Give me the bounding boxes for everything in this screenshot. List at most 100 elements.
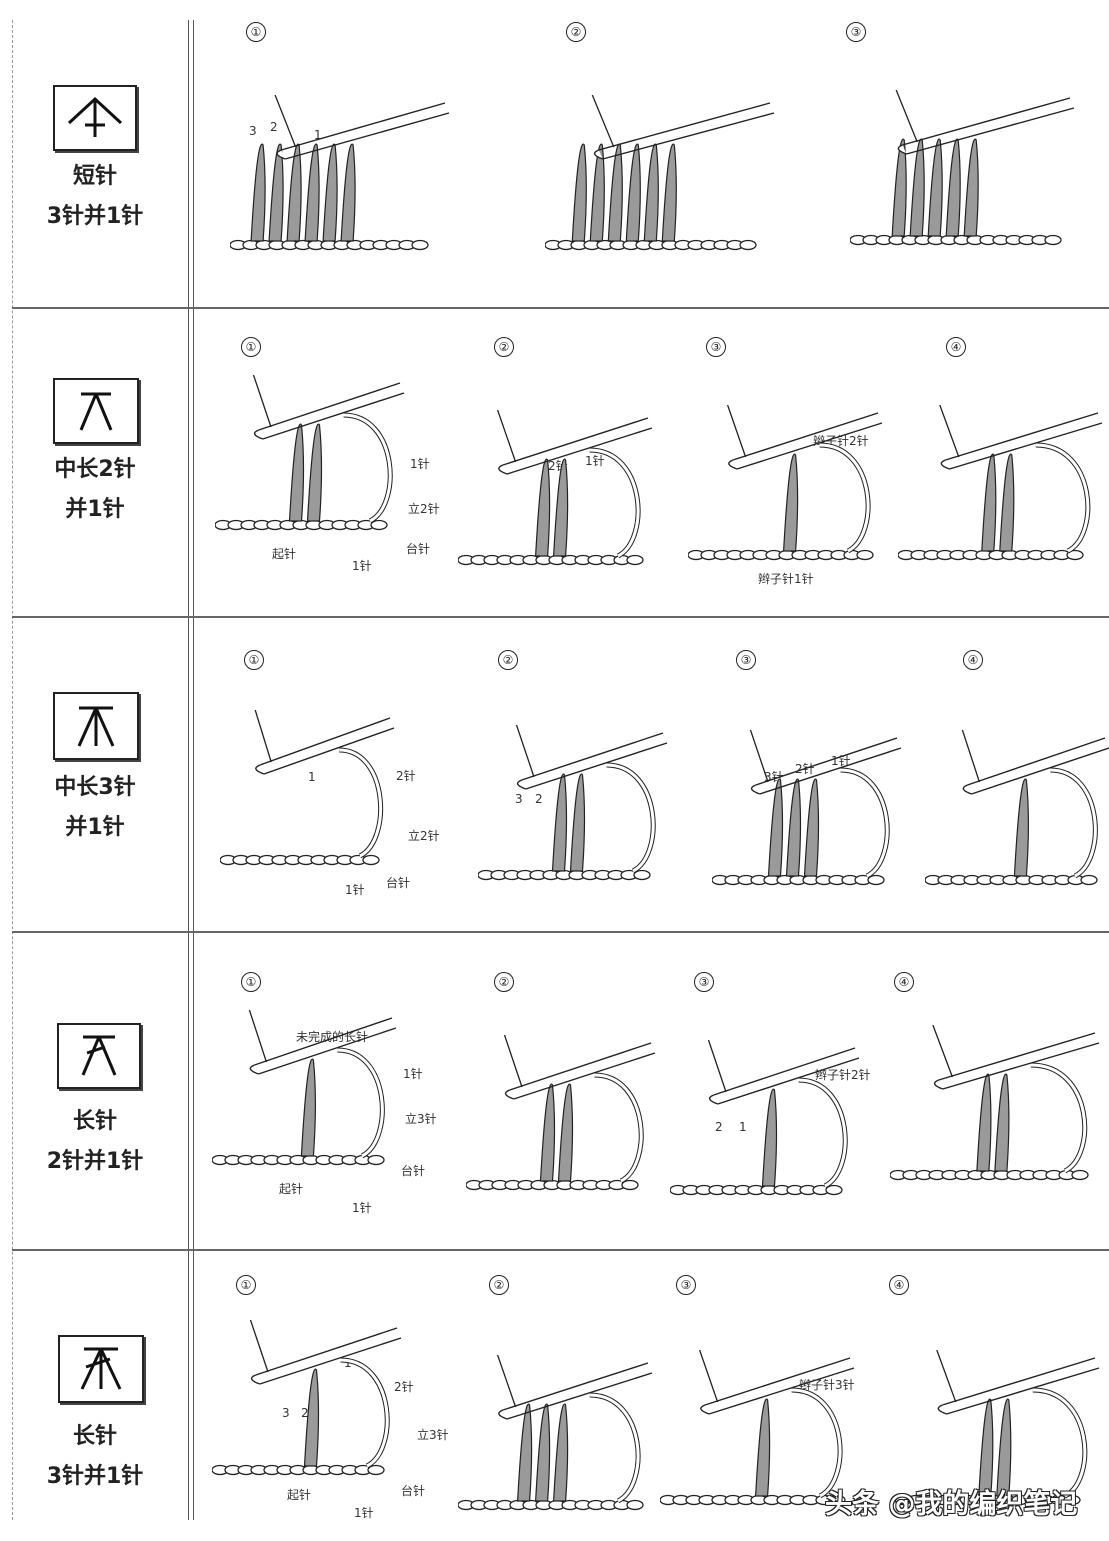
yarn-stitch [994, 1073, 1010, 1172]
step-number: ② [498, 650, 518, 670]
step-label: 立2针 [408, 502, 440, 516]
column-divider [193, 20, 194, 1520]
step-illustration [925, 730, 1109, 886]
yarn-stitch [909, 138, 925, 237]
step-number: ④ [963, 650, 983, 670]
step-label: 台针 [401, 1484, 426, 1498]
step-label: 3 [249, 124, 257, 138]
step-label: 起针 [272, 547, 297, 561]
yarn-stitch [288, 423, 305, 522]
yarn-stitch [754, 1398, 771, 1497]
step-illustration [850, 90, 1075, 246]
step-illustration [660, 1350, 855, 1506]
step-label: 未完成的长针 [296, 1030, 369, 1044]
stitch-name: 短针 [72, 164, 117, 189]
symbol-sc3tog [53, 85, 137, 151]
step-illustration [890, 1025, 1100, 1181]
step-label: 起针 [279, 1182, 304, 1196]
yarn-stitch [552, 458, 569, 557]
chain-stitch [367, 1464, 385, 1476]
step-label: 1 [739, 1120, 747, 1134]
yarn-strand [932, 1025, 954, 1078]
yarn-strand [249, 1320, 269, 1373]
turning-chain [1030, 1062, 1088, 1174]
yarn-stitch [996, 1398, 1012, 1497]
step-illustration [220, 710, 395, 866]
yarn-stitch [803, 778, 820, 877]
step-label: 2 [535, 792, 543, 806]
hook-icon [902, 97, 1075, 155]
yarn-strand [936, 1350, 957, 1403]
turning-chain [1032, 1387, 1088, 1499]
step-illustration [688, 405, 883, 561]
step-label: 立3针 [405, 1112, 437, 1126]
hook-icon [967, 737, 1109, 795]
step-label: 3 [515, 792, 523, 806]
step-illustration [898, 405, 1103, 561]
chain-stitch [867, 874, 885, 886]
hook-icon [942, 1357, 1100, 1415]
yarn-strand [707, 1040, 727, 1093]
yarn-stitch [322, 143, 338, 242]
step-label: 台针 [406, 542, 431, 556]
chain-stitch [370, 519, 388, 531]
chain-stitch [367, 1154, 385, 1166]
row-divider [12, 616, 1109, 618]
step-label: 1针 [354, 1506, 374, 1520]
chain-stitch [626, 554, 644, 566]
step-label: 立2针 [408, 829, 440, 843]
yarn-stitch [767, 778, 784, 877]
step-label: 1针 [352, 559, 372, 573]
step-number: ④ [946, 337, 966, 357]
yarn-stitch [643, 143, 659, 242]
yarn-stitch [625, 143, 641, 242]
yarn-strand [726, 405, 747, 458]
yarn-stitch [999, 453, 1015, 552]
yarn-stitch [981, 453, 997, 552]
yarn-stitch [534, 458, 551, 557]
stitch-name: 长针 [72, 1109, 117, 1134]
step-number: ④ [889, 1275, 909, 1295]
hook-icon [755, 737, 902, 795]
step-label: 1针 [352, 1201, 372, 1215]
yarn-stitch [661, 143, 677, 242]
chain-stitch [1071, 1169, 1089, 1181]
step-label: 台针 [401, 1164, 426, 1178]
stitch-name: 并1针 [65, 497, 125, 522]
step-label: 2针 [394, 1380, 414, 1394]
stitch-name: 中长2针 [54, 457, 136, 482]
hook-icon [281, 102, 450, 160]
yarn-strand [248, 1010, 268, 1063]
watermark: 头条 @我的编织笔记 [825, 1489, 1078, 1520]
step-illustration [712, 730, 902, 886]
hook-icon [732, 412, 883, 470]
yarn-stitch [569, 773, 586, 872]
step-label: 立3针 [417, 1428, 449, 1442]
yarn-stitch [557, 1083, 574, 1182]
left-border [12, 20, 13, 1520]
yarn-stitch [551, 773, 568, 872]
step-illustration [458, 410, 653, 566]
symbol-hdc2tog [53, 378, 139, 444]
step-label: 1 [308, 770, 316, 784]
step-label: 2针 [396, 769, 416, 783]
step-label: 1针 [585, 454, 605, 468]
step-illustration [478, 725, 668, 881]
hook-icon [258, 382, 405, 440]
yarn-stitch [340, 143, 356, 242]
hook-icon [502, 1362, 653, 1420]
yarn-strand [503, 1035, 523, 1088]
symbol-dc2tog [57, 1023, 141, 1089]
yarn-stitch [785, 778, 802, 877]
hook-icon [254, 1017, 397, 1075]
chain-stitch [633, 869, 651, 881]
hook-icon [509, 1042, 656, 1100]
stitch-name: 2针并1针 [46, 1149, 144, 1174]
step-number: ③ [706, 337, 726, 357]
step-number: ③ [846, 22, 866, 42]
stitch-name: 3针并1针 [46, 204, 144, 229]
yarn-strand [252, 375, 272, 428]
stitch-name: 中长3针 [54, 775, 136, 800]
row-divider [12, 307, 1109, 309]
